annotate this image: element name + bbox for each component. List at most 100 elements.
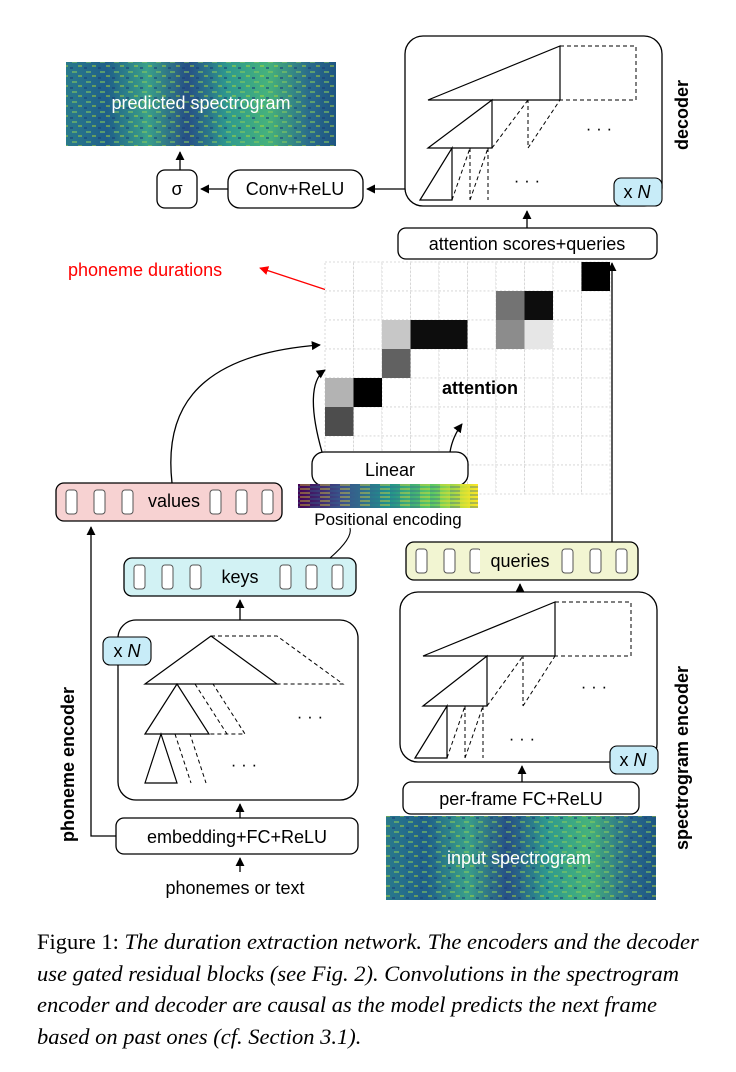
attention-weight-cell: [410, 320, 439, 349]
predicted-spectrogram: predicted spectrogram: [66, 62, 336, 146]
conv-relu-label: Conv+ReLU: [246, 179, 345, 199]
attention-cell: [581, 406, 611, 437]
linear-label: Linear: [365, 460, 415, 480]
attention-cell: [381, 261, 411, 292]
attention-cell: [467, 261, 497, 292]
vector-slot: [65, 489, 78, 515]
attention-weight-cell: [581, 262, 610, 291]
phoneme-encoder-label: phoneme encoder: [58, 687, 78, 842]
phoneme-durations-label: phoneme durations: [68, 260, 222, 280]
attention-weight-cell: [325, 407, 354, 436]
attention-weight-cell: [325, 378, 354, 407]
sigma-label: σ: [171, 179, 182, 199]
attention-cell: [381, 290, 411, 321]
attention-cell: [438, 406, 468, 437]
attention-cell: [381, 377, 411, 408]
attention-cell: [438, 290, 468, 321]
decoder-xn-label: x N: [623, 182, 651, 202]
decoder-ellipsis-2: · · ·: [514, 171, 540, 190]
attention-cell: [581, 435, 611, 466]
keys-vector: keys: [123, 557, 357, 597]
attention-cell: [324, 319, 354, 350]
attention-cell: [524, 464, 554, 495]
attention-cell: [467, 406, 497, 437]
attention-cell: [524, 406, 554, 437]
queries-vector: queries: [405, 541, 639, 581]
vector-slot: [261, 489, 274, 515]
attention-cell: [552, 464, 582, 495]
attention-cell: [324, 261, 354, 292]
values-vector: values: [55, 482, 283, 522]
conv-relu-box: [227, 169, 364, 209]
spectrogram-encoder-ellipsis-1: · · ·: [581, 677, 607, 696]
per-frame-fc-relu-label: per-frame FC+ReLU: [439, 789, 603, 809]
spectrogram-encoder-label: spectrogram encoder: [672, 666, 692, 850]
vector-slot: [469, 548, 482, 574]
spectrogram-encoder-xn-label: x N: [619, 750, 647, 770]
attention-cell: [324, 290, 354, 321]
attention-cell: [381, 406, 411, 437]
vector-slot: [279, 564, 292, 590]
duration-extraction-network-diagram: predicted spectrogram σ Conv+ReLU · · · …: [55, 35, 692, 900]
attention-label: attention: [442, 378, 518, 398]
attention-cell: [410, 261, 440, 292]
values-label: values: [148, 491, 200, 511]
vector-slot: [235, 489, 248, 515]
phonemes-or-text-label: phonemes or text: [165, 878, 304, 898]
vector-slot: [209, 489, 222, 515]
attention-cell: [581, 348, 611, 379]
attention-cell: [552, 435, 582, 466]
attention-cell: [552, 348, 582, 379]
attention-cell: [467, 377, 497, 408]
attention-cell: [353, 406, 383, 437]
attention-weight-cell: [524, 320, 553, 349]
vector-slot: [589, 548, 602, 574]
decoder-block: · · · · · · x N: [404, 35, 663, 207]
vector-slot: [133, 564, 146, 590]
input-spectrogram: input spectrogram: [386, 816, 656, 900]
attention-cell: [467, 290, 497, 321]
phoneme-encoder-xn-badge: [102, 636, 152, 666]
caption-figure-label: Figure 1:: [37, 929, 119, 954]
embedding-fc-relu-label: embedding+FC+ReLU: [147, 827, 327, 847]
attention-weight-cell: [353, 378, 382, 407]
vector-slot: [93, 489, 106, 515]
attention-weight-cell: [524, 291, 553, 320]
figure-caption: Figure 1: The duration extraction networ…: [37, 926, 709, 1052]
attention-weight-cell: [496, 320, 525, 349]
attention-cell: [467, 348, 497, 379]
predicted-spectrogram-label: predicted spectrogram: [111, 93, 290, 113]
vector-slot: [561, 548, 574, 574]
attention-cell: [552, 377, 582, 408]
vector-slot: [331, 564, 344, 590]
attention-cell: [438, 377, 468, 408]
attention-cell: [410, 290, 440, 321]
attention-cell: [524, 377, 554, 408]
per-frame-fc-relu-box: [402, 781, 640, 815]
queries-label: queries: [490, 551, 549, 571]
attention-cell: [495, 406, 525, 437]
attention-cell: [552, 319, 582, 350]
phoneme-encoder-block: · · · · · · x N: [102, 619, 359, 801]
attention-cell: [324, 348, 354, 379]
attention-cell: [353, 290, 383, 321]
attention-cell: [495, 464, 525, 495]
vector-slot: [305, 564, 318, 590]
attention-cell: [552, 261, 582, 292]
attention-cell: [524, 261, 554, 292]
phoneme-encoder-ellipsis-1: · · ·: [297, 707, 323, 726]
attention-weight-cell: [382, 349, 411, 378]
attention-weight-cell: [439, 320, 468, 349]
spectrogram-encoder-xn-badge: [609, 745, 659, 775]
attention-scores-queries-box: [397, 227, 658, 260]
phoneme-encoder-ellipsis-2: · · ·: [231, 755, 257, 774]
attention-cell: [438, 261, 468, 292]
attention-cell: [552, 290, 582, 321]
attention-weight-cell: [496, 291, 525, 320]
attention-cell: [524, 435, 554, 466]
attention-cell: [495, 348, 525, 379]
attention-cell: [495, 377, 525, 408]
attention-scores-queries-label: attention scores+queries: [429, 234, 626, 254]
attention-cell: [581, 319, 611, 350]
positional-encoding: Positional encoding: [298, 484, 478, 529]
